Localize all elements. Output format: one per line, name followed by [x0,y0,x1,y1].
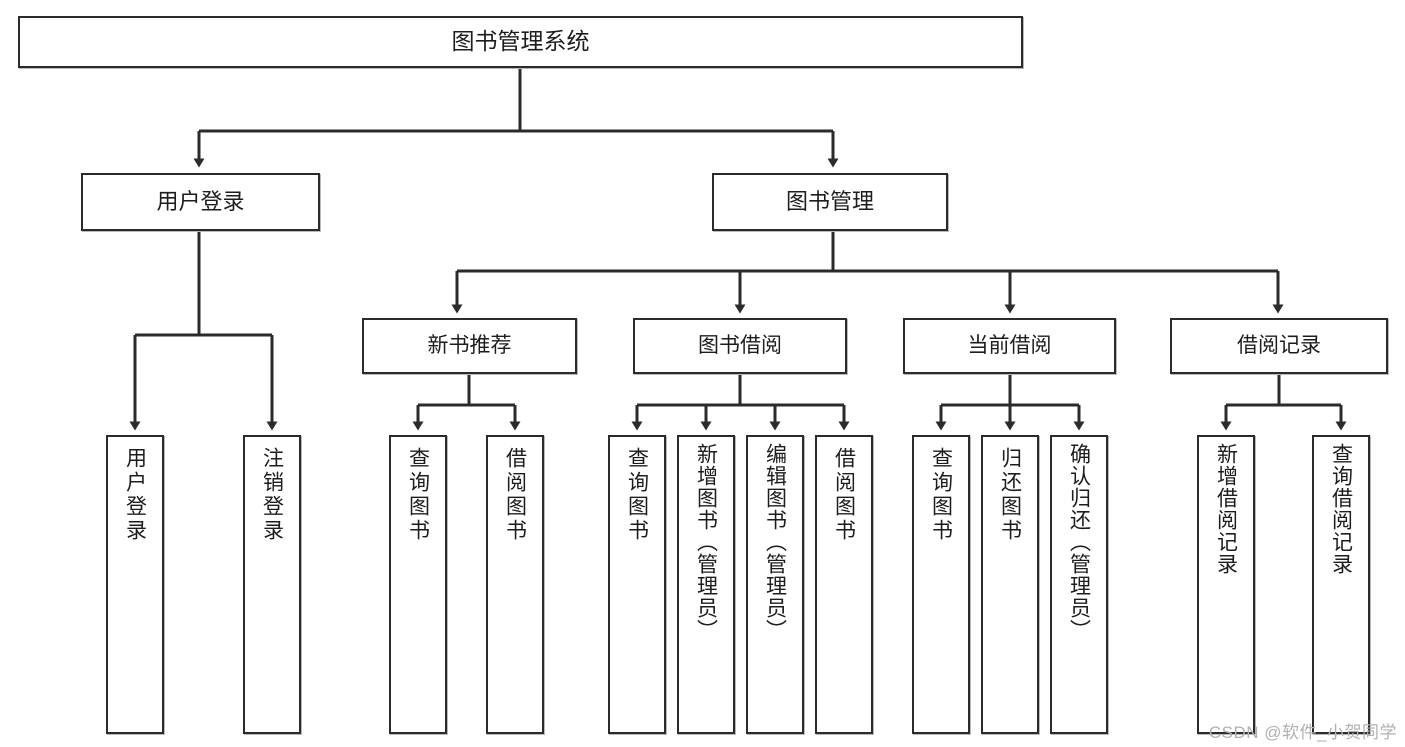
node-leaf-user-login[interactable]: 用户登录 [106,435,164,734]
node-leaf-query-borrow-record[interactable]: 查询借阅记录 [1312,435,1370,734]
node-label: 新增图书（管理员） [694,443,718,641]
node-label: 查询图书 [406,447,430,543]
node-leaf-return-book[interactable]: 归还图书 [981,435,1039,734]
node-label: 查询借阅记录 [1329,443,1353,575]
node-user-login[interactable]: 用户登录 [81,173,320,231]
node-label: 用户登录 [123,447,147,543]
node-leaf-add-borrow-record[interactable]: 新增借阅记录 [1197,435,1255,734]
node-leaf-query-book-borrow[interactable]: 查询图书 [608,435,666,734]
node-label: 借阅记录 [1237,333,1321,357]
node-leaf-borrow-book-recommend[interactable]: 借阅图书 [486,435,544,734]
node-leaf-borrow-book[interactable]: 借阅图书 [815,435,873,734]
node-label: 查询图书 [625,447,649,543]
node-book-borrow[interactable]: 图书借阅 [633,318,847,374]
node-label: 借阅图书 [832,447,856,543]
node-label: 查询图书 [929,447,953,543]
node-leaf-logout-login[interactable]: 注销登录 [243,435,301,734]
node-label: 新增借阅记录 [1214,443,1238,575]
node-root-system[interactable]: 图书管理系统 [18,16,1023,68]
node-borrow-record[interactable]: 借阅记录 [1170,318,1388,374]
node-label: 用户登录 [156,189,245,215]
node-leaf-edit-book[interactable]: 编辑图书（管理员） [746,435,804,734]
node-label: 注销登录 [260,447,284,543]
node-book-management[interactable]: 图书管理 [712,173,948,231]
node-leaf-query-book-current[interactable]: 查询图书 [912,435,970,734]
node-label: 新书推荐 [427,333,512,357]
node-label: 图书借阅 [698,333,782,357]
watermark-text: CSDN @软件_小贺同学 [1208,723,1397,742]
node-label: 编辑图书（管理员） [763,443,787,641]
node-leaf-confirm-return[interactable]: 确认归还（管理员） [1050,435,1108,734]
node-new-book-recommend[interactable]: 新书推荐 [362,318,577,374]
node-label: 图书管理系统 [451,28,590,55]
node-label: 图书管理 [785,189,874,215]
node-label: 当前借阅 [967,333,1052,357]
node-leaf-add-book[interactable]: 新增图书（管理员） [677,435,735,734]
node-current-borrow[interactable]: 当前借阅 [903,318,1116,374]
node-label: 确认归还（管理员） [1067,443,1091,641]
node-label: 归还图书 [998,447,1022,543]
node-leaf-query-book-recommend[interactable]: 查询图书 [389,435,447,734]
node-label: 借阅图书 [503,447,527,543]
